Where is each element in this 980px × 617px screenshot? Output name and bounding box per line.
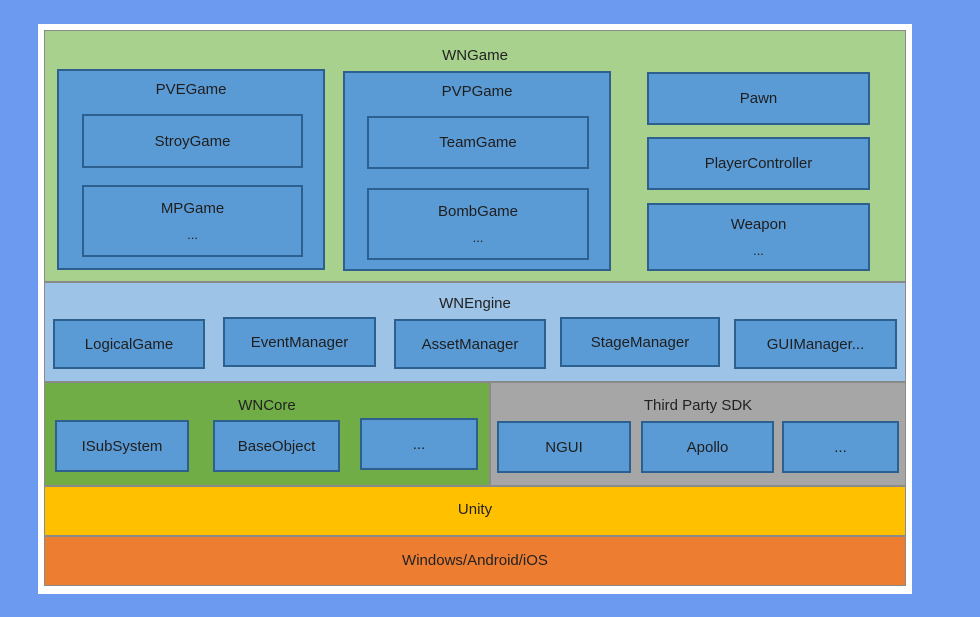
mpgame-label: MPGame	[160, 200, 225, 217]
bombgame-label: BombGame	[437, 203, 519, 220]
thirdparty-title: Third Party SDK	[643, 397, 753, 414]
wngame-title: WNGame	[442, 47, 508, 64]
baseobject-box: BaseObject	[213, 420, 340, 472]
teamgame-box: TeamGame	[367, 116, 589, 169]
mpgame-ellipsis: ...	[187, 227, 198, 242]
platforms-title: Windows/Android/iOS	[402, 552, 548, 569]
weapon-ellipsis: ...	[753, 243, 764, 258]
wncore-ellipsis-box: ...	[360, 418, 478, 470]
unity-title: Unity	[457, 501, 493, 518]
pvegame-title: PVEGame	[155, 81, 227, 98]
pawn-box: Pawn	[647, 72, 870, 125]
playercontroller-box: PlayerController	[647, 137, 870, 190]
mpgame-box: MPGame ...	[82, 185, 303, 257]
bombgame-box: BombGame ...	[367, 188, 589, 260]
weapon-box: Weapon ...	[647, 203, 870, 271]
weapon-label: Weapon	[730, 216, 787, 233]
pvpgame-title: PVPGame	[441, 83, 513, 100]
wncore-title: WNCore	[238, 397, 296, 414]
pvpgame-group: PVPGame TeamGame BombGame ...	[343, 71, 611, 271]
thirdparty-layer: Third Party SDK NGUI Apollo ...	[490, 382, 906, 486]
platforms-layer: Windows/Android/iOS	[44, 536, 906, 586]
architecture-diagram: WNGame PVEGame StroyGame MPGame ... PVPG…	[38, 24, 912, 594]
wnengine-layer: WNEngine LogicalGame EventManager AssetM…	[44, 282, 906, 382]
assetmanager-box: AssetManager	[394, 319, 546, 369]
stroygame-box: StroyGame	[82, 114, 303, 168]
wnengine-title: WNEngine	[439, 295, 511, 312]
eventmanager-box: EventManager	[223, 317, 376, 367]
isubsystem-box: ISubSystem	[55, 420, 189, 472]
stagemanager-box: StageManager	[560, 317, 720, 367]
unity-layer: Unity	[44, 486, 906, 536]
ngui-box: NGUI	[497, 421, 631, 473]
thirdparty-ellipsis-box: ...	[782, 421, 899, 473]
apollo-box: Apollo	[641, 421, 774, 473]
bombgame-ellipsis: ...	[472, 230, 484, 245]
pvegame-group: PVEGame StroyGame MPGame ...	[57, 69, 325, 270]
wngame-layer: WNGame PVEGame StroyGame MPGame ... PVPG…	[44, 30, 906, 282]
wncore-layer: WNCore ISubSystem BaseObject ...	[44, 382, 490, 486]
logicalgame-box: LogicalGame	[53, 319, 205, 369]
guimanager-box: GUIManager...	[734, 319, 897, 369]
